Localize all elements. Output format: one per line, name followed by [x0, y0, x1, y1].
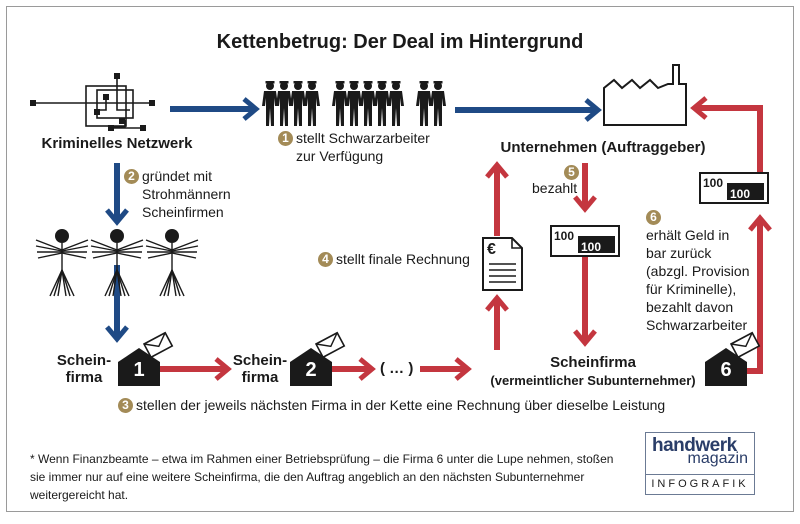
factory-icon — [603, 64, 687, 126]
shell-company-1-label: Schein-firma — [56, 352, 112, 386]
step-6-num: 6 — [646, 208, 664, 226]
company-label: Unternehmen (Auftraggeber) — [500, 139, 706, 156]
shell-company-2-icon — [289, 331, 346, 387]
network-label: Kriminelles Netzwerk — [41, 135, 193, 152]
logo-line: INFOGRAFIK — [646, 474, 754, 494]
shell-company-2-number: 2 — [305, 359, 317, 381]
shell-company-6-icon — [704, 331, 761, 387]
step-2-line: Strohmännern — [142, 186, 231, 202]
step-6-line: erhält Geld in — [646, 227, 730, 243]
step-6-line: bar zurück — [646, 245, 712, 261]
step-5-label: bezahlt — [532, 180, 578, 196]
step-6-line: bezahlt davon — [646, 299, 734, 315]
step-6-line: (abzgl. Provision — [646, 263, 750, 279]
step-6-line: für Kriminelle), — [646, 281, 737, 297]
red-arrows — [160, 96, 772, 381]
blue-arrows — [105, 97, 602, 343]
step-2-line: Scheinfirmen — [142, 204, 224, 220]
publisher-logo: handwerk magazin INFOGRAFIK — [645, 432, 755, 495]
shell-company-6-number: 6 — [720, 359, 732, 381]
frame — [6, 6, 794, 512]
workers-icon — [262, 81, 446, 126]
step-5-num: 5 — [564, 163, 582, 181]
shell-company-2-label: Schein-firma — [232, 352, 288, 386]
logo-line: handwerk — [652, 435, 737, 456]
banknote-value: 100 — [703, 176, 724, 190]
shell-company-1-icon — [117, 331, 174, 387]
banknote-value: 100 — [730, 187, 751, 201]
logo-line: magazin — [687, 450, 748, 467]
shell-company-6-label: Scheinfirma — [550, 354, 636, 371]
banknote-value: 100 — [554, 229, 575, 243]
euro-symbol: € — [487, 241, 496, 258]
invoice-icon — [482, 237, 523, 291]
shell-company-6-sublabel: (vermeintlicher Subunternehmer) — [490, 373, 696, 388]
network-icon — [30, 73, 155, 131]
banknote-value: 100 — [581, 240, 602, 254]
page-title: Kettenbetrug: Der Deal im Hintergrund — [216, 31, 584, 53]
ellipsis-label: ( … ) — [380, 360, 414, 377]
step-6-line: Schwarzarbeiter — [646, 317, 748, 333]
footnote: * Wenn Finanzbeamte – etwa im Rahmen ein… — [30, 452, 614, 502]
shell-company-1-number: 1 — [133, 359, 145, 381]
step-1-line: zur Verfügung — [296, 148, 384, 164]
